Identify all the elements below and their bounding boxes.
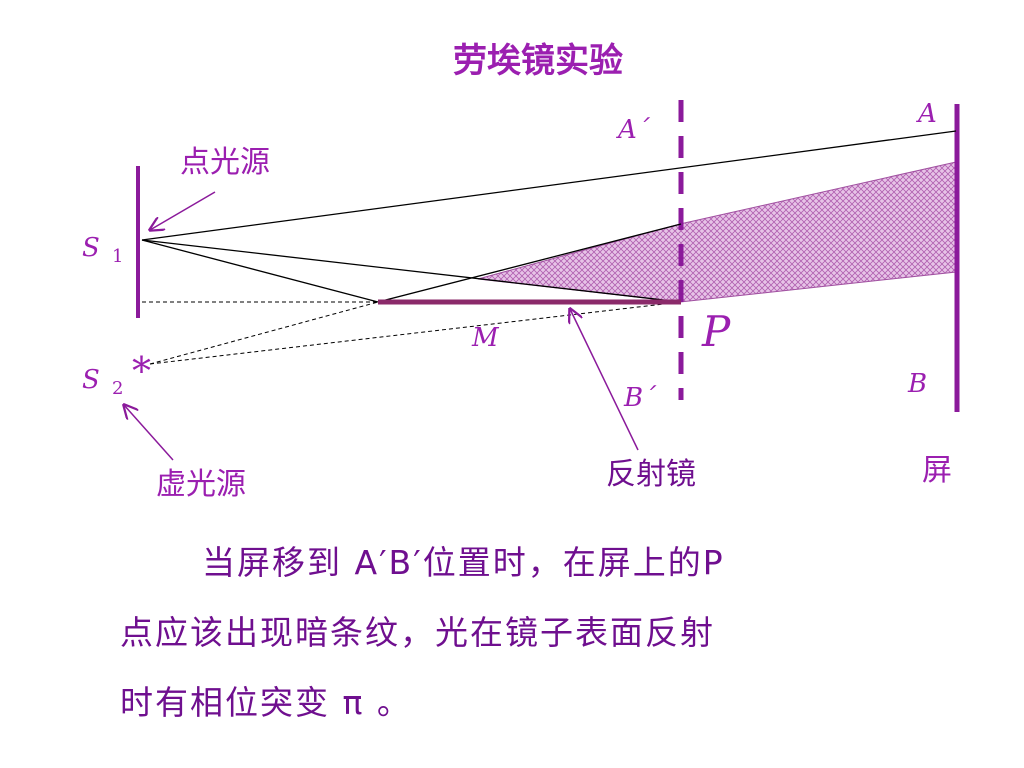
caption-line-2: 点应该出现暗条纹，光在镜子表面反射 [120, 613, 715, 652]
ray-s1-to-p [141, 239, 682, 303]
a-label: A [916, 99, 937, 129]
caption-line-1: 当屏移到 A′B′位置时，在屏上的P [202, 543, 725, 582]
virtual-source-arrow [124, 405, 174, 461]
m-label: M [471, 323, 500, 353]
virtual-source-label: 虚光源 [156, 467, 246, 502]
explanation-text: 当屏移到 A′B′位置时，在屏上的P 点应该出现暗条纹，光在镜子表面反射 时有相… [120, 528, 910, 738]
virtual-source-star: * [132, 349, 151, 393]
point-source-label: 点光源 [180, 145, 270, 180]
virtual-ray-to-m [149, 301, 379, 365]
ray-s1-to-a [141, 130, 957, 241]
screen-label: 屏 [922, 453, 952, 488]
ray-m-reflected [377, 223, 682, 303]
s1-label: S [82, 233, 100, 263]
p-label: P [701, 307, 731, 356]
mirror-label: 反射镜 [606, 457, 696, 492]
s2-label: S [82, 365, 100, 395]
ray-s1-to-m [141, 239, 379, 303]
page-title: 劳埃镜实验 [453, 41, 623, 81]
point-source-arrow [150, 191, 216, 230]
caption-line-3: 时有相位突变 π 。 [120, 683, 412, 722]
s1-subscript: 1 [112, 246, 123, 267]
virtual-ray-to-p [149, 301, 682, 365]
a-prime-label: A´ [616, 115, 651, 145]
s2-subscript: 2 [112, 378, 123, 399]
interference-region [477, 161, 957, 303]
b-prime-label: B´ [623, 383, 657, 413]
b-label: B [907, 369, 927, 399]
mirror-arrow [570, 309, 639, 451]
